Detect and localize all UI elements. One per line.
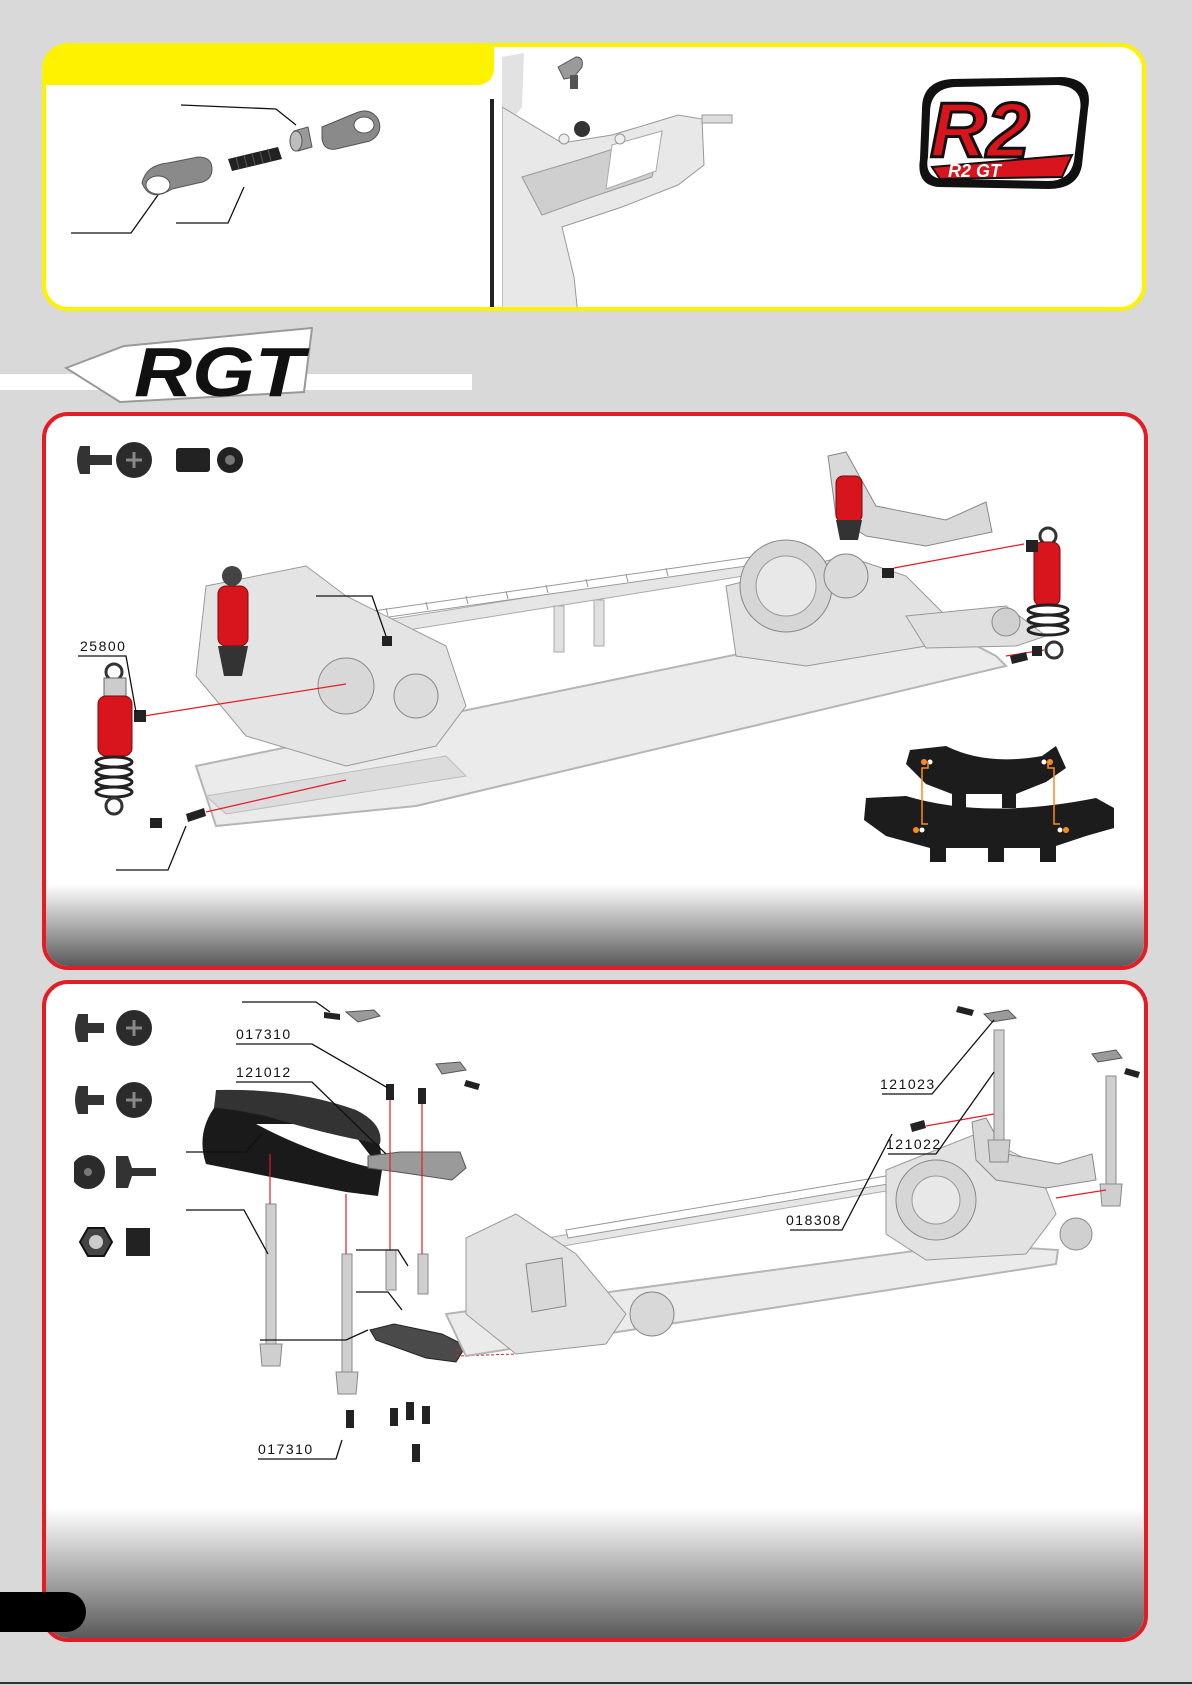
step-panel-2: 017310 121012 121023 121022 018308 01731…	[42, 980, 1148, 1642]
r2gt-logo: R2 R2 GT	[912, 69, 1098, 195]
part-label-121023: 121023	[880, 1076, 936, 1092]
part-label-121012: 121012	[236, 1064, 292, 1080]
step-1-footer	[46, 884, 1144, 966]
part-label-121022: 121022	[886, 1136, 942, 1152]
bottom-rule	[0, 1682, 1192, 1684]
part-label-017310-bottom: 017310	[258, 1441, 314, 1457]
body-post-left-2	[336, 1254, 358, 1394]
bumper-plate-lower	[370, 1324, 466, 1362]
bumper-plate-upper	[368, 1152, 466, 1180]
ball-end-left-icon	[142, 157, 212, 195]
shock-tower-inset	[864, 746, 1114, 862]
rear-body-post-2	[1100, 1076, 1122, 1206]
bushing-icon	[290, 127, 312, 151]
top-info-panel: R2 R2 GT	[42, 43, 1146, 311]
suspension-arm-drawing	[502, 47, 762, 311]
ball-end-right-icon	[322, 111, 380, 149]
front-shock-loose	[96, 664, 132, 814]
rear-body-post-1	[988, 1030, 1010, 1162]
step-2-footer	[46, 1508, 1144, 1638]
r2gt-badge-text: R2 GT	[948, 161, 1003, 181]
turnbuckle-drawing	[46, 47, 494, 311]
rgt-header-logo: RGT	[60, 322, 322, 408]
rear-shock-mounted	[836, 476, 862, 540]
part-label-017310-top: 017310	[236, 1026, 292, 1042]
bumper-assembly-drawing	[46, 984, 1148, 1524]
part-label-25800: 25800	[80, 638, 126, 654]
threaded-rod-icon	[228, 147, 282, 171]
page-number-tab	[0, 1592, 86, 1632]
step-panel-1: 25800	[42, 412, 1148, 970]
svg-text:RGT: RGT	[134, 333, 310, 408]
ball-stud-icon	[558, 57, 582, 89]
chassis-drawing-step1	[46, 416, 1148, 894]
part-label-018308: 018308	[786, 1212, 842, 1228]
body-post-left	[260, 1204, 282, 1366]
